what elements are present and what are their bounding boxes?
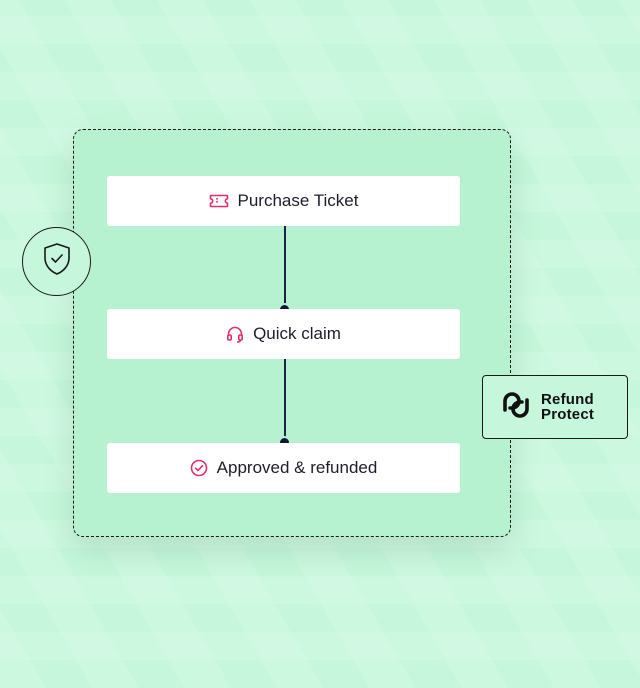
refund-protect-brand: Refund Protect	[482, 375, 628, 439]
step-label: Approved & refunded	[216, 458, 378, 477]
brand-line-1: Refund	[541, 391, 594, 408]
step-label: Quick claim	[253, 324, 341, 343]
headset-icon	[226, 325, 244, 343]
step-quick-claim: Quick claim	[107, 309, 460, 359]
connector-line-2	[284, 359, 286, 443]
step-approved-refunded: Approved & refunded	[107, 443, 460, 493]
step-label: Purchase Ticket	[237, 191, 359, 210]
brand-line-2: Protect	[541, 406, 595, 423]
shield-check-icon	[42, 242, 72, 281]
connector-line-1	[284, 226, 286, 309]
brand-wordmark: Refund Protect	[541, 392, 594, 422]
check-circle-icon	[190, 459, 208, 477]
ticket-icon	[209, 194, 229, 208]
shield-badge	[22, 227, 91, 296]
refund-protect-logo-icon	[499, 390, 533, 425]
step-purchase-ticket: Purchase Ticket	[107, 176, 460, 226]
